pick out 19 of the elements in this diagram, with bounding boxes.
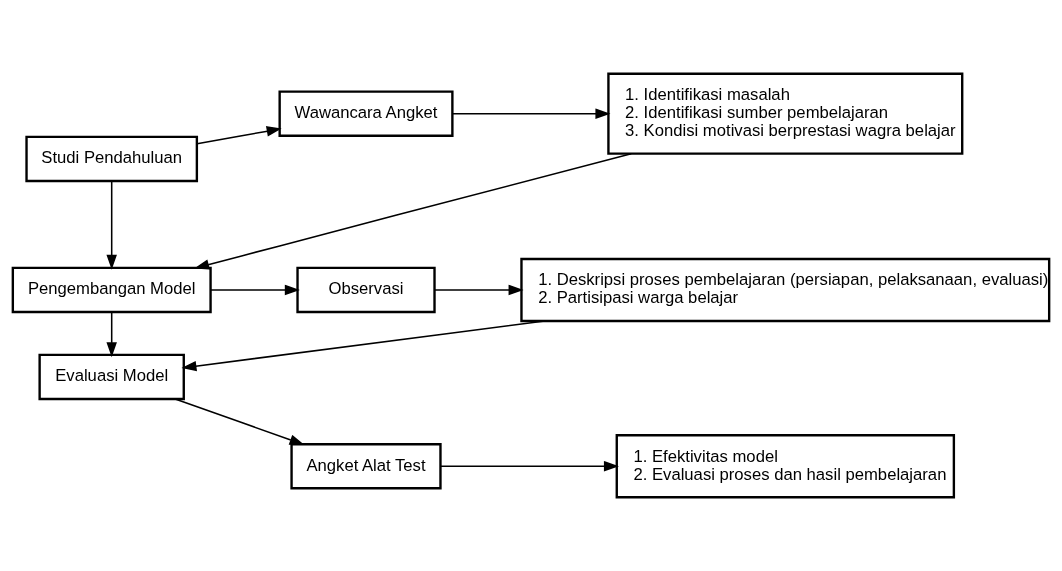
arrow — [106, 180, 117, 270]
arrow — [174, 398, 305, 445]
node-box: 1. Identifikasi masalah 2. Identifikasi sumber pembelajaran 3. Kondisi motivasi berprestasi wagra belajar — [607, 72, 964, 155]
arrow — [440, 461, 619, 472]
arrow — [209, 284, 300, 296]
arrow — [433, 284, 524, 296]
node-box: Wawancara Angket — [278, 90, 454, 137]
arrow — [451, 108, 611, 119]
node-box: Pengembangan Model — [11, 266, 212, 314]
node-box: 1. Deskripsi proses pembelajaran (persiapan, pelaksanaan, evaluasi) 2. Partisipasi warga belajar — [520, 257, 1051, 323]
node-box: Angket Alat Test — [290, 443, 442, 490]
arrow — [106, 311, 117, 358]
node-box: Studi Pendahuluan — [25, 135, 199, 183]
node-box: Observasi — [296, 266, 436, 314]
node-box: 1. Efektivitas model 2. Evaluasi proses dan hasil pembelajaran — [615, 434, 956, 499]
arrow — [194, 152, 632, 270]
node-box: Evaluasi Model — [38, 353, 185, 401]
arrow — [181, 320, 546, 372]
arrow — [196, 126, 282, 145]
